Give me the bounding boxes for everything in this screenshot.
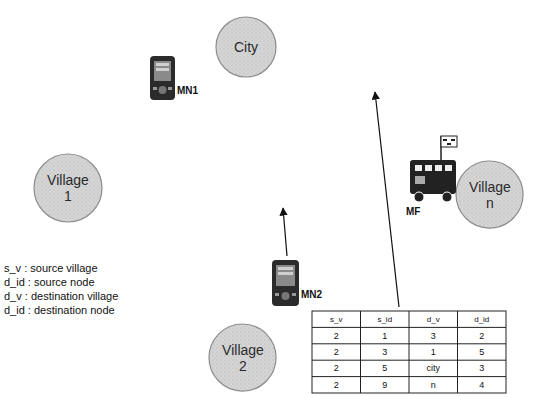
node-name: MF (406, 206, 420, 217)
mobile-node-icon (150, 56, 175, 100)
table-cell: 1 (382, 331, 387, 341)
table-grid (312, 311, 506, 393)
village-circle: Village 1 (33, 153, 103, 223)
table-cell: 4 (479, 380, 484, 390)
village-name: Village n (464, 179, 516, 211)
table-header: s_id (377, 315, 392, 324)
table-header: d_v (427, 315, 440, 324)
village-circle: Village n (455, 160, 524, 229)
village-circle: City (215, 16, 277, 78)
table-cell: 5 (479, 347, 484, 357)
node-name: MN2 (301, 289, 322, 300)
movement-arrow (375, 92, 399, 307)
table-header: d_id (474, 315, 489, 324)
table-cell: 2 (334, 380, 339, 390)
table-cell: city (427, 363, 441, 373)
node-name: MN1 (177, 85, 198, 96)
table-cell: 3 (479, 363, 484, 373)
key-note: d_v : destination village (4, 290, 118, 302)
village-name: City (234, 39, 258, 55)
table-cell: 5 (382, 363, 387, 373)
table-cell: 2 (334, 331, 339, 341)
village-name: Village 2 (217, 342, 269, 374)
table-cell: n (431, 380, 436, 390)
table-cell: 2 (334, 347, 339, 357)
movement-arrow (283, 208, 287, 256)
table-cell: 1 (431, 347, 436, 357)
table-cell: 2 (334, 363, 339, 373)
table-header: s_v (330, 315, 342, 324)
key-note: d_id : destination node (4, 304, 115, 316)
key-note: s_v : source village (4, 262, 98, 274)
table-cell: 2 (479, 331, 484, 341)
village-name: Village 1 (42, 172, 94, 204)
table-cell: 3 (431, 331, 436, 341)
table-cell: 3 (382, 347, 387, 357)
village-circle: Village 2 (208, 323, 277, 392)
table-cell: 9 (382, 380, 387, 390)
mobile-node-icon (272, 260, 299, 306)
key-note: d_id : source node (4, 276, 95, 288)
